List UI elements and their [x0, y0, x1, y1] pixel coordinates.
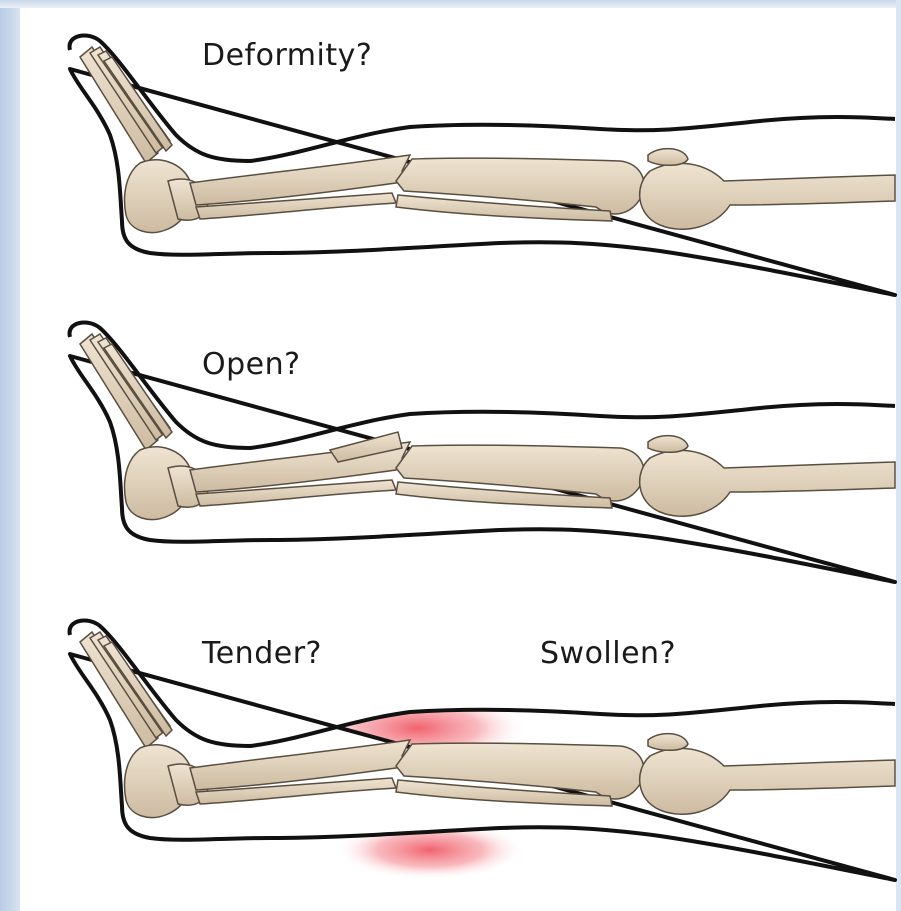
leg-panel-open: [70, 322, 895, 582]
label-swollen: Swollen?: [540, 636, 676, 671]
leg-panel-deformity: [70, 35, 895, 295]
label-tender: Tender?: [202, 636, 322, 671]
label-deformity: Deformity?: [202, 38, 372, 73]
label-open: Open?: [202, 347, 301, 382]
